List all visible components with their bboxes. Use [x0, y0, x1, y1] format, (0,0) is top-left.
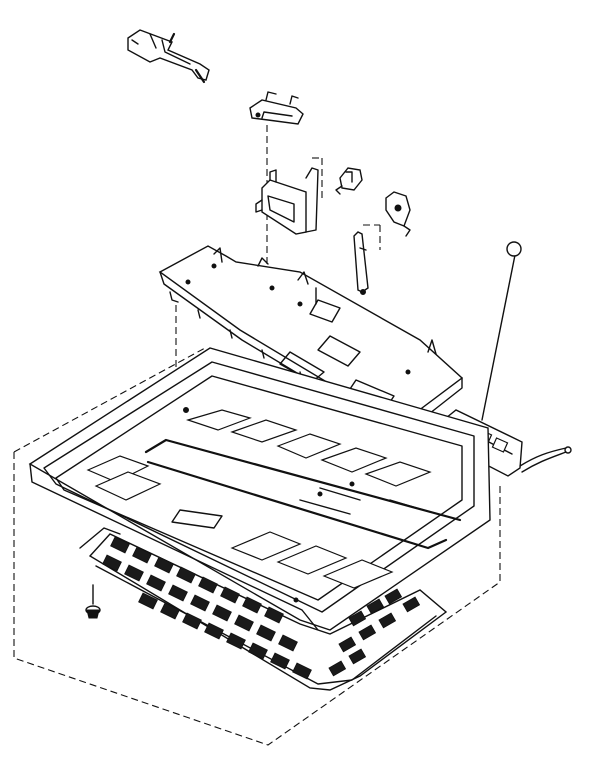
keyboard-key-grid	[102, 536, 421, 680]
frame-interior-grid	[86, 407, 432, 603]
upper-frame	[28, 347, 491, 631]
cable	[519, 446, 572, 473]
keyboard-sheet	[79, 527, 448, 691]
small-clip	[249, 91, 304, 125]
base-enclosure	[13, 347, 501, 746]
latch-clip	[385, 191, 411, 237]
top-bracket	[127, 29, 210, 84]
side-clip	[335, 167, 363, 195]
spring-pin	[353, 231, 369, 295]
indicator-reference-circle	[506, 241, 522, 257]
center-bracket	[255, 167, 319, 235]
foot	[85, 584, 101, 619]
mounting-plate	[158, 245, 464, 433]
